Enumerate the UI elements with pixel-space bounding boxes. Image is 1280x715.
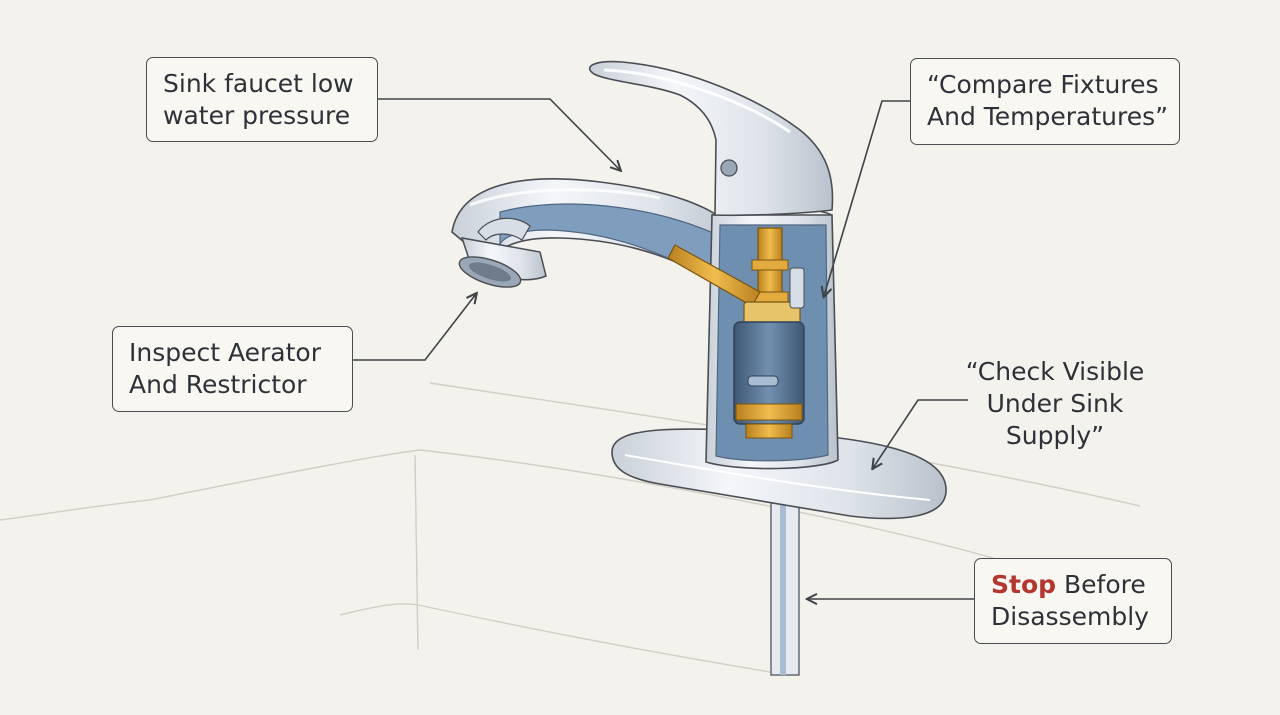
brass-stem [667, 227, 805, 327]
callout-compare-line2: And Temperatures” [927, 102, 1169, 131]
valve-cartridge [733, 321, 805, 439]
deck-plate [611, 428, 947, 520]
label-supply-line1: “Check Visible [965, 357, 1145, 386]
stop-word: Stop [991, 570, 1057, 599]
callout-aerator-line2: And Restrictor [129, 370, 307, 399]
faucet-handle [588, 60, 834, 217]
connector-lines [353, 98, 974, 599]
callout-stop-line1: Stop Before [991, 569, 1155, 601]
callout-stop-before-disassembly: Stop Before Disassembly [974, 558, 1172, 644]
label-supply-line3: Supply” [1005, 421, 1105, 450]
callout-low-pressure-line1: Sink faucet low [163, 69, 354, 98]
label-supply-line2: Under Sink [986, 389, 1124, 418]
stop-rest: Before [1063, 570, 1146, 599]
aerator [458, 217, 547, 288]
label-check-supply: “Check Visible Under Sink Supply” [950, 356, 1160, 452]
callout-compare-fixtures: “Compare Fixtures And Temperatures” [910, 58, 1180, 145]
callout-inspect-aerator: Inspect Aerator And Restrictor [112, 326, 353, 412]
arrow-supply [873, 399, 968, 468]
callout-stop-line2: Disassembly [991, 602, 1149, 631]
arrow-compare [824, 100, 910, 296]
callout-compare-line1: “Compare Fixtures [927, 70, 1159, 99]
arrow-aerator [353, 294, 476, 361]
callout-low-pressure: Sink faucet low water pressure [146, 57, 378, 142]
arrow-low-pressure [378, 98, 620, 170]
callout-low-pressure-line2: water pressure [163, 101, 351, 130]
callout-aerator-line1: Inspect Aerator [129, 338, 322, 367]
